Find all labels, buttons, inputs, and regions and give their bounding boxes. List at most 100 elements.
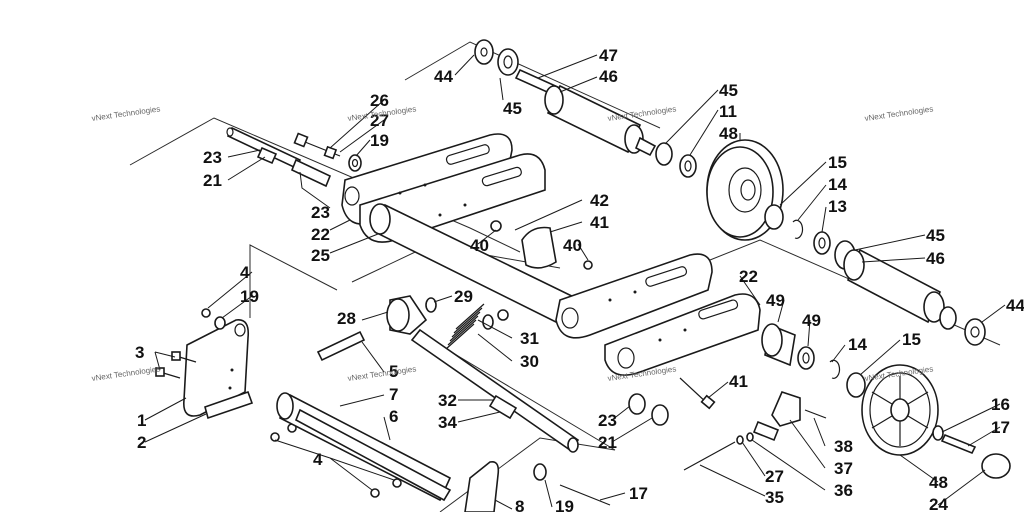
nut-38-lower xyxy=(583,260,593,270)
callout-22: 23 xyxy=(311,203,330,222)
arm-plate-right-front xyxy=(604,293,761,376)
bearing-43-end xyxy=(939,306,957,330)
callout-39: 41 xyxy=(590,213,609,232)
left-bracket-assembly xyxy=(155,308,297,442)
bolt-17 xyxy=(559,484,611,506)
adjuster-bracket-36 xyxy=(771,391,801,427)
callout-40: 42 xyxy=(590,191,609,210)
callout-24: 24 xyxy=(929,495,948,512)
bushing-19-lower xyxy=(651,404,669,426)
washer-26 xyxy=(736,435,744,445)
callout-14a: 15 xyxy=(828,153,847,172)
callout-42a: 44 xyxy=(434,67,453,86)
nut-26 xyxy=(323,145,338,160)
bearing-14-upper xyxy=(764,204,784,230)
callout-47: 49 xyxy=(766,291,785,310)
plate-2 xyxy=(204,390,254,420)
washer-18-left xyxy=(214,316,226,330)
callout-3: 3 xyxy=(135,343,144,362)
callout-31: 32 xyxy=(438,391,457,410)
bolt-34 xyxy=(683,441,736,471)
callout-30: 31 xyxy=(520,329,539,348)
callout-49: 49 xyxy=(802,311,821,330)
spacer-19 xyxy=(256,146,278,165)
callout-45: 47 xyxy=(599,46,618,65)
callout-25: 26 xyxy=(370,91,389,110)
spring-assembly xyxy=(386,295,509,350)
callout-44a: 46 xyxy=(599,67,618,86)
bolt-37 xyxy=(804,409,827,419)
bearing-14-lower xyxy=(846,372,866,398)
spring-29 xyxy=(445,303,485,350)
callout-12: 13 xyxy=(828,197,847,216)
callout-18b: 19 xyxy=(240,287,259,306)
callout-labels: 23 21 26 27 19 23 22 25 44 45 47 46 45 1… xyxy=(135,46,1024,512)
bolt-16 xyxy=(940,433,977,455)
callout-26b: 27 xyxy=(765,467,784,486)
washer-15 xyxy=(932,425,944,441)
snap-ring-13-upper xyxy=(792,219,804,239)
callout-29: 30 xyxy=(520,352,539,371)
callout-21: 25 xyxy=(311,246,330,265)
callout-1: 1 xyxy=(137,411,146,430)
bracket-bottom xyxy=(464,460,500,512)
callout-32: 34 xyxy=(438,413,457,432)
shaft-7 xyxy=(294,408,452,502)
shaft-5 xyxy=(316,330,366,362)
wheel-48 xyxy=(861,364,1011,479)
bracket-1 xyxy=(183,319,250,417)
callout-38a: 40 xyxy=(470,236,489,255)
callout-4a: 4 xyxy=(240,263,250,282)
right-idler-assembly xyxy=(834,240,986,346)
callout-23: 23 xyxy=(203,148,222,167)
stopper-assembly xyxy=(490,220,593,270)
callout-19b: 21 xyxy=(598,433,617,452)
callout-34: 35 xyxy=(765,488,784,507)
nut-4-mid xyxy=(270,432,280,442)
callout-14b: 15 xyxy=(902,330,921,349)
adjuster-body xyxy=(752,420,780,442)
callout-27: 28 xyxy=(337,309,356,328)
callout-2: 2 xyxy=(137,433,146,452)
nut-4-bottom2 xyxy=(392,478,402,488)
bushing-stack-right xyxy=(761,323,866,398)
callout-20: 22 xyxy=(311,225,330,244)
lower-bolts-right xyxy=(628,377,716,426)
stopper-39 xyxy=(521,226,557,269)
snap-ring-13-lower xyxy=(829,359,841,379)
leader-lines xyxy=(144,54,1006,510)
callout-46: 48 xyxy=(719,124,738,143)
callout-13a: 14 xyxy=(828,175,847,194)
callout-42b: 44 xyxy=(1006,296,1024,315)
washer-35 xyxy=(746,432,754,442)
upper-axle-assembly xyxy=(226,126,362,188)
callout-20b: 22 xyxy=(739,267,758,286)
callout-41: 41 xyxy=(729,372,748,391)
box-left-bracket xyxy=(249,244,338,318)
callout-36: 37 xyxy=(834,459,853,478)
callout-19: 21 xyxy=(203,171,222,190)
callout-43c: 45 xyxy=(926,226,945,245)
nut-30 xyxy=(497,309,509,321)
callout-35: 36 xyxy=(834,481,853,500)
callout-4b: 4 xyxy=(313,450,323,469)
callout-48: 48 xyxy=(929,473,948,492)
bushing-22 xyxy=(290,158,332,188)
bearing-43-mid xyxy=(655,142,673,166)
idler-wheel-46 xyxy=(706,139,831,255)
sleeve-32 xyxy=(488,394,518,420)
callout-18a: 19 xyxy=(370,131,389,150)
callout-13b: 14 xyxy=(848,335,867,354)
callout-43a: 45 xyxy=(503,99,522,118)
callout-18c: 19 xyxy=(555,497,574,512)
callout-6: 6 xyxy=(389,407,398,426)
bottom-parts xyxy=(464,460,611,512)
callout-17: 17 xyxy=(629,484,648,503)
callout-26: 27 xyxy=(370,111,389,130)
watermark-4: vNext Technologies xyxy=(864,104,934,123)
callout-22b: 23 xyxy=(598,411,617,430)
watermark-1: vNext Technologies xyxy=(91,104,161,123)
callout-7: 7 xyxy=(389,385,398,404)
cap-24 xyxy=(981,453,1011,479)
